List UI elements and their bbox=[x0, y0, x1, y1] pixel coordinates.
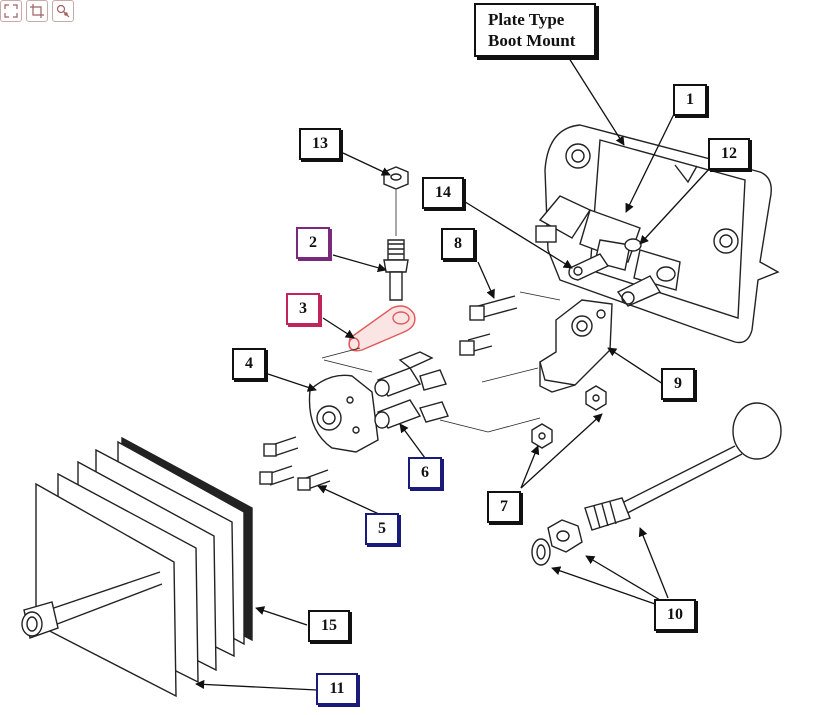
spacer-pins bbox=[374, 351, 449, 429]
mounting-plate bbox=[544, 124, 780, 344]
callout-8: 8 bbox=[441, 228, 475, 260]
callout-12: 12 bbox=[708, 138, 750, 170]
callout-3: 3 bbox=[286, 293, 320, 325]
callout-11: 11 bbox=[316, 673, 358, 705]
gimbal-housing bbox=[308, 374, 379, 453]
hex-nuts bbox=[531, 385, 607, 449]
rubber-boot bbox=[21, 436, 253, 698]
callout-1: 1 bbox=[673, 84, 707, 116]
callout-5: 5 bbox=[365, 513, 399, 545]
callout-13: 13 bbox=[299, 128, 341, 160]
crop-icon bbox=[30, 4, 44, 18]
callout-6: 6 bbox=[408, 457, 442, 489]
callout-7: 7 bbox=[487, 491, 521, 523]
title-line-1: Plate Type bbox=[488, 10, 565, 29]
callout-10: 10 bbox=[654, 599, 696, 631]
callout-14: 14 bbox=[422, 177, 464, 209]
mounting-bracket bbox=[539, 299, 613, 393]
rod-end-highlighted bbox=[348, 305, 416, 352]
callout-15: 15 bbox=[308, 610, 350, 642]
leader-arrows bbox=[195, 54, 711, 691]
fullscreen-button[interactable] bbox=[0, 0, 22, 22]
title-line-2: Boot Mount bbox=[488, 31, 576, 50]
image-toolbar bbox=[0, 0, 74, 22]
callout-2: 2 bbox=[296, 227, 330, 259]
callout-4: 4 bbox=[232, 348, 266, 380]
cap-screws bbox=[459, 295, 518, 356]
title-callout: Plate Type Boot Mount bbox=[474, 3, 596, 57]
ring-terminal bbox=[568, 253, 610, 281]
crop-button[interactable] bbox=[26, 0, 48, 22]
socket-screws bbox=[259, 436, 331, 491]
clevis-fitting bbox=[616, 275, 662, 307]
lens-search-icon bbox=[56, 4, 70, 18]
assembly-guide-lines bbox=[321, 190, 561, 433]
expand-icon bbox=[4, 4, 18, 18]
handle-lever bbox=[531, 402, 782, 566]
visual-search-button[interactable] bbox=[52, 0, 74, 22]
callout-9: 9 bbox=[661, 368, 695, 400]
